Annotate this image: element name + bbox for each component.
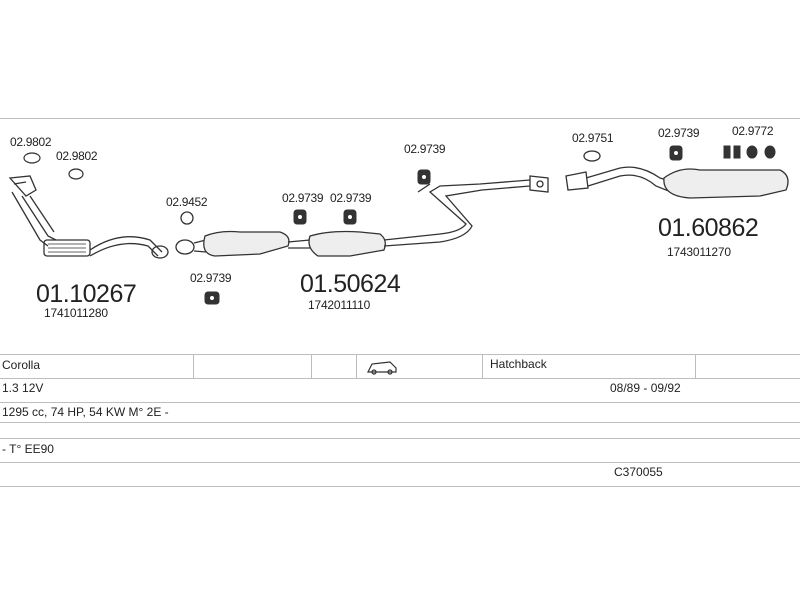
front-pipe	[8, 175, 169, 259]
front-pipe-oem: 1741011280	[44, 306, 108, 320]
table-border	[0, 462, 800, 463]
middle-box	[175, 175, 549, 257]
gasket-ring-icon	[180, 211, 194, 225]
rubber-part-number-c: 02.9739	[330, 191, 372, 205]
rubber-hanger-icon	[204, 145, 683, 305]
rear-box-code: 01.60862	[658, 214, 759, 242]
clamp-part-number-a: 02.9802	[10, 135, 52, 149]
table-divider	[695, 354, 696, 378]
gasket-part-number-b: 02.9751	[572, 131, 614, 145]
vehicle-model: Corolla	[2, 358, 41, 372]
middle-box-code: 01.50624	[300, 270, 401, 298]
table-divider	[193, 354, 194, 378]
panel-top-border	[0, 118, 800, 119]
rear-box	[565, 166, 789, 199]
table-border	[0, 438, 800, 439]
rubber-part-number-d: 02.9739	[404, 142, 446, 156]
table-border	[0, 402, 800, 403]
table-border	[0, 354, 800, 355]
hanger-holes	[210, 151, 678, 300]
catalog-reference: C370055	[614, 465, 663, 479]
mount-set-part-number: 02.9772	[732, 124, 774, 138]
rear-box-oem: 1743011270	[667, 245, 731, 259]
table-border	[0, 378, 800, 379]
clamp-part-number-b: 02.9802	[56, 149, 98, 163]
gasket-icon	[583, 150, 601, 162]
gasket-part-number: 02.9452	[166, 195, 208, 209]
rubber-part-number-e: 02.9739	[658, 126, 700, 140]
middle-box-oem: 1742011110	[308, 298, 371, 312]
table-divider	[356, 354, 357, 378]
table-border	[0, 486, 800, 487]
rubber-part-number-b: 02.9739	[282, 191, 324, 205]
vehicle-engine: 1.3 12V	[2, 381, 44, 395]
vehicle-body: Hatchback	[490, 357, 547, 371]
table-border	[0, 422, 800, 423]
vehicle-spec: 1295 cc, 74 HP, 54 KW M° 2E -	[2, 405, 169, 419]
table-divider	[482, 354, 483, 378]
vehicle-type: - T° EE90	[2, 442, 54, 456]
table-divider	[311, 354, 312, 378]
vehicle-years: 08/89 - 09/92	[610, 381, 681, 395]
mounting-set-icon	[723, 145, 776, 159]
rubber-part-number-a: 02.9739	[190, 271, 232, 285]
clamp-icon	[23, 152, 84, 180]
front-pipe-code: 01.10267	[36, 280, 137, 308]
car-icon	[367, 361, 397, 375]
